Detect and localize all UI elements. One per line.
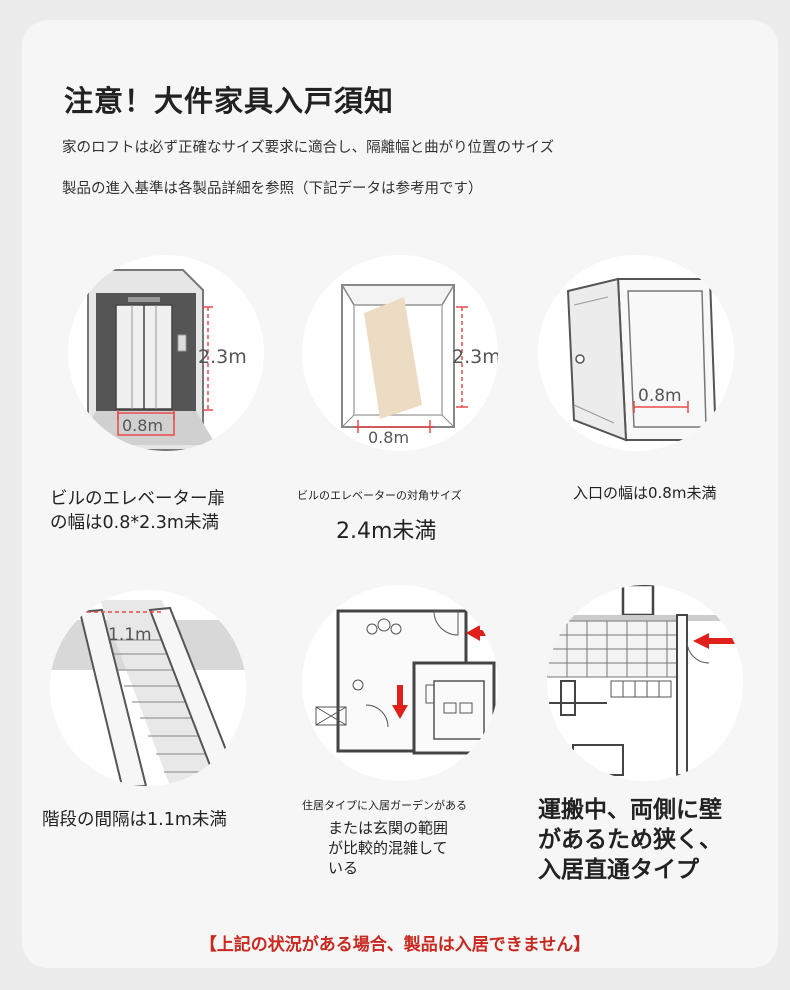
stairs-width-label: 1.1m: [108, 625, 152, 645]
elevator-door-caption: ビルのエレベーター扉 の幅は0.8*2.3m未満: [50, 489, 225, 533]
elevator-door-illustration: 2.3m 0.8m: [68, 255, 264, 451]
warning-footer: 【上記の状況がある場合、製品は入居できません】: [199, 935, 591, 955]
intro-line-2: 製品の進入基準は各製品詳細を参照（下記データは参考用です）: [62, 181, 483, 197]
diagonal-height-label: 2.3m: [452, 346, 498, 368]
stairs-illustration: 1.1m: [50, 590, 246, 786]
elevator-diagonal-note: ビルのエレベーターの対角サイズ: [297, 489, 462, 502]
corridor-caption: 運搬中、両側に壁 があるため狭く、 入居直通タイプ: [538, 797, 722, 883]
floor-plan-illustration: [302, 585, 498, 781]
entrance-door-illustration: 0.8m: [538, 255, 734, 451]
diagonal-width-label: 0.8m: [368, 428, 409, 447]
entrance-door-caption: 入口の幅は0.8m未満: [573, 484, 717, 502]
stairs-caption: 階段の間隔は1.1m未満: [42, 810, 227, 830]
intro-line-1: 家のロフトは必ず正確なサイズ要求に適合し、隔離幅と曲がり位置のサイズ: [62, 140, 555, 156]
elevator-height-label: 2.3m: [198, 346, 247, 368]
elevator-diagonal-illustration: 2.3m 0.8m: [302, 255, 498, 451]
floor-plan-caption: または玄関の範囲 が比較的混雑して いる: [328, 819, 449, 877]
floor-plan-note: 住居タイプに入居ガーデンがある: [302, 799, 467, 812]
page-title: 注意！大件家具入戸須知: [64, 84, 395, 118]
elevator-width-label: 0.8m: [122, 416, 163, 435]
elevator-diagonal-caption: 2.4m未満: [336, 519, 437, 544]
notice-card: [22, 20, 778, 968]
entrance-width-label: 0.8m: [638, 386, 682, 406]
corridor-illustration: [547, 585, 743, 781]
